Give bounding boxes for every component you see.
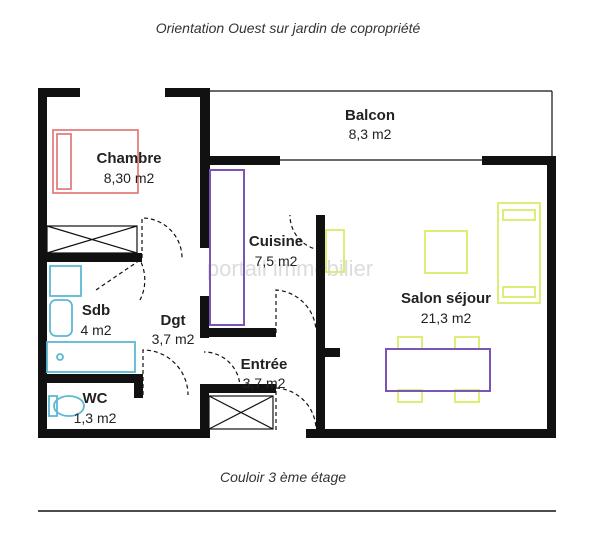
wall-chambre-cuisine [200,88,210,248]
closet-chambre [46,225,138,254]
wall-sdb-right [134,374,143,398]
sofa [497,202,541,304]
tv-unit [325,229,345,273]
room-labels: Balcon 8,3 m2 Chambre 8,30 m2 Cuisine 7,… [74,107,492,426]
wall-top-chambre-b [165,88,210,97]
room-area-wc: 1,3 m2 [74,410,117,426]
bathtub [46,341,136,373]
door-closet [203,351,241,389]
room-name-cuisine: Cuisine [249,233,303,250]
room-area-dgt: 3,7 m2 [152,331,195,347]
door-sdb [95,259,146,301]
shower [49,265,82,297]
door-wc [142,349,189,396]
wall-dgt-right [200,296,209,338]
corridor-note: Couloir 3 ème étage [220,469,346,485]
chair [454,336,480,350]
armchair [424,230,468,274]
wall-cuisine-bottom [200,328,276,337]
wall-bottom-right [306,429,556,438]
wall-top-salon [482,156,556,165]
orientation-note: Orientation Ouest sur jardin de copropri… [156,20,421,36]
door-salon [289,214,321,251]
wall-closet-top [200,384,276,393]
closets [46,225,274,430]
room-name-salon: Salon séjour [401,290,491,307]
room-area-balcon: 8,3 m2 [349,126,392,142]
room-area-salon: 21,3 m2 [421,310,472,326]
dining-table [385,348,491,392]
room-name-sdb: Sdb [82,302,110,319]
wall-top-chambre-a [38,88,80,97]
doors [95,214,321,431]
room-name-wc: WC [83,390,108,407]
room-area-cuisine: 7,5 m2 [255,253,298,269]
wall-sdb-wc [38,374,138,383]
sink [49,299,73,337]
door-entree [275,387,317,431]
wall-bottom-left [38,429,210,438]
room-area-sdb: 4 m2 [80,322,111,338]
watermark: portail immobilier [207,256,373,281]
wall-salon-left [316,215,325,355]
door-cuisine [275,289,317,333]
bed [52,129,139,194]
wall-salon-left-lower [316,350,325,438]
room-name-chambre: Chambre [96,150,161,167]
wall-outer-right [547,158,556,438]
door-chambre [141,217,183,259]
wall-entree-top [316,348,340,357]
wall-outer-left [38,88,47,438]
wall-closet-left [200,384,209,438]
room-name-dgt: Dgt [161,312,186,329]
toilet [53,395,85,417]
room-area-entree: 3,7 m2 [243,375,286,391]
room-area-chambre: 8,30 m2 [104,170,155,186]
bathroom-fixtures [46,265,136,417]
wall-top-cuisine [200,156,280,165]
kitchen-counter [209,169,245,326]
wall-chambre-bottom [38,253,142,262]
chair [397,336,423,350]
walls [38,88,556,438]
room-name-balcon: Balcon [345,107,395,124]
closet-entree [208,395,274,430]
room-name-entree: Entrée [241,356,288,373]
